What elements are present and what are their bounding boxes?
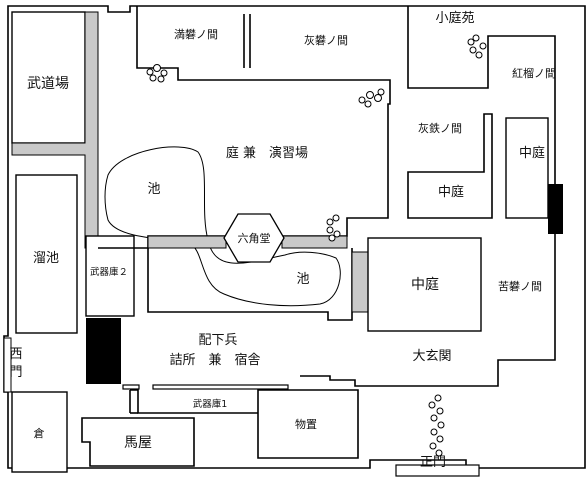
east-gate-block bbox=[548, 184, 563, 234]
reservoir-label: 溜池 bbox=[33, 251, 59, 266]
west-gate bbox=[3, 337, 12, 393]
small-garden-label: 小庭苑 bbox=[435, 10, 474, 26]
stepping-stones-north bbox=[146, 64, 168, 83]
drill-ground-label: 庭 兼 演習場 bbox=[226, 145, 308, 161]
barracks-label-2: 詰所 兼 宿舎 bbox=[169, 352, 260, 368]
middle-courtyard-label: 中庭 bbox=[438, 184, 464, 200]
armory-1-block bbox=[130, 389, 359, 459]
hexagon-hall-label: 六角堂 bbox=[238, 232, 271, 245]
right-courtyard-label: 中庭 bbox=[519, 145, 545, 161]
central-corridor bbox=[147, 235, 227, 249]
main-courtyard-label: 中庭 bbox=[411, 276, 439, 293]
main-courtyard bbox=[367, 237, 482, 332]
stepping-stones-main-gate bbox=[428, 394, 445, 457]
west-gate-label-2: 門 bbox=[9, 365, 22, 380]
central-corridor-right bbox=[281, 235, 348, 249]
lower-strip-mid bbox=[152, 384, 289, 390]
reservoir-room bbox=[15, 174, 78, 334]
west-corridor bbox=[11, 11, 99, 249]
courtyard-connector bbox=[351, 251, 369, 313]
great-entrance-label: 大玄関 bbox=[412, 349, 451, 364]
main-gate bbox=[395, 464, 480, 477]
stepping-stones-northeast bbox=[358, 88, 385, 108]
armory-2-label: 武器庫２ bbox=[90, 266, 128, 278]
armory-2-door bbox=[86, 318, 121, 384]
main-gate-label: 正門 bbox=[420, 455, 446, 470]
stable-label: 馬屋 bbox=[124, 435, 152, 451]
barracks-label-1: 配下兵 bbox=[198, 333, 237, 348]
upper-pond-label: 池 bbox=[147, 182, 160, 197]
storehouse-label: 倉 bbox=[34, 426, 45, 440]
haitetsu-room-label: 灰鉄ノ間 bbox=[418, 121, 462, 135]
storehouse-room bbox=[11, 391, 68, 473]
stable-room bbox=[81, 417, 195, 467]
right-courtyard bbox=[505, 117, 549, 219]
haiban-room-label: 灰礬ノ間 bbox=[304, 33, 348, 47]
lower-strip-left bbox=[122, 384, 140, 390]
manban-room-label: 満礬ノ間 bbox=[174, 28, 218, 41]
stepping-stones-small-garden bbox=[467, 34, 487, 59]
stepping-stones-east bbox=[326, 214, 341, 242]
armory-1-label: 武器庫1 bbox=[193, 398, 228, 410]
lower-pond-label: 池 bbox=[296, 272, 309, 287]
east-upper-wall bbox=[407, 6, 556, 234]
armory-2-room bbox=[85, 235, 135, 317]
kuban-room-label: 苦礬ノ間 bbox=[498, 280, 542, 293]
hexagon-hall bbox=[223, 213, 285, 263]
storage-label: 物置 bbox=[295, 417, 317, 431]
west-gate-label-1: 西 bbox=[9, 347, 22, 362]
kouryuu-room-label: 紅榴ノ間 bbox=[512, 66, 556, 80]
haitetsu-room-wall bbox=[407, 113, 493, 219]
dojo-label: 武道場 bbox=[27, 76, 69, 92]
great-entrance-wall bbox=[300, 234, 556, 387]
